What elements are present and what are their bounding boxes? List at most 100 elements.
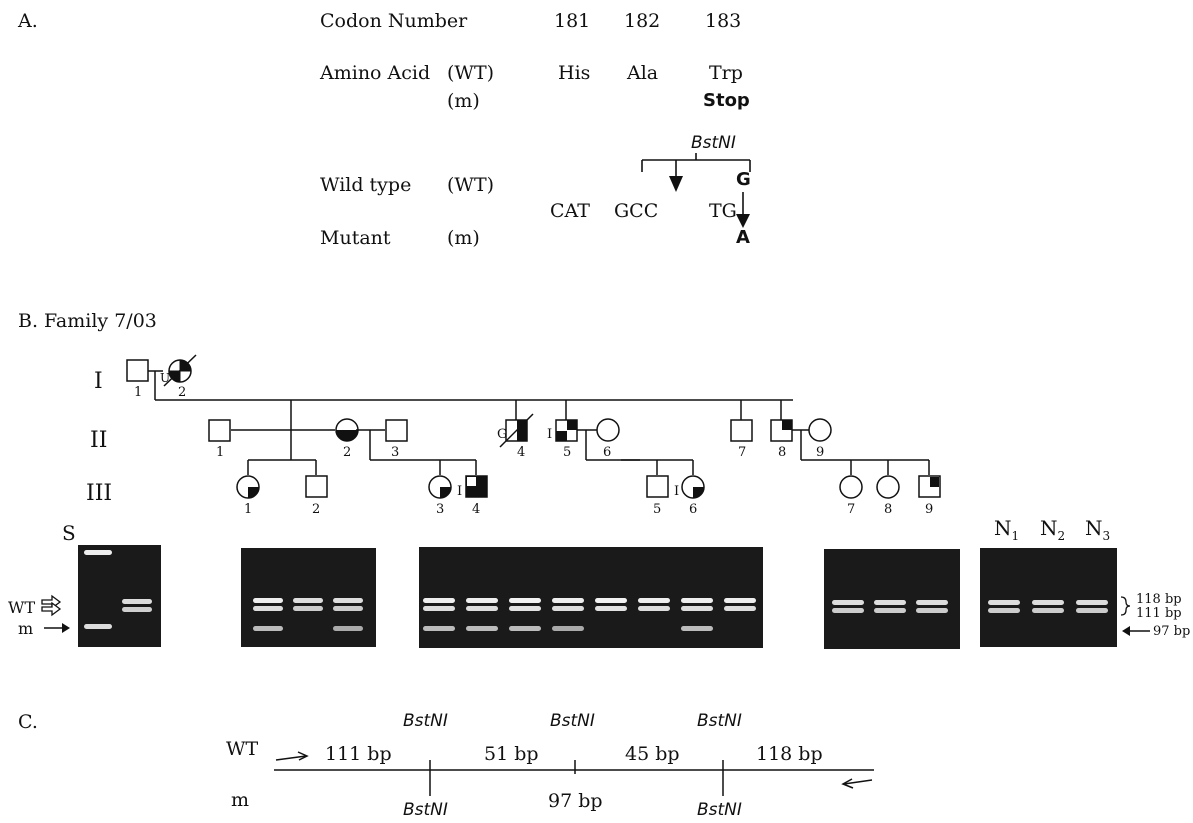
- gel-band: [1076, 608, 1108, 613]
- gen3-number-6: 6: [689, 502, 698, 517]
- gen3-number-9: 9: [925, 502, 934, 517]
- gel-band: [122, 599, 152, 604]
- codon-182: 182: [624, 10, 661, 32]
- gel-band: [638, 606, 670, 611]
- gel-band: [84, 550, 112, 555]
- gel-band: [84, 624, 112, 629]
- gel-band: [253, 606, 283, 611]
- gel-band: [466, 606, 498, 611]
- gel-band: [1076, 600, 1108, 605]
- gen3-number-3: 3: [436, 502, 445, 517]
- normal-label-3: N3: [1085, 516, 1111, 543]
- gel-band: [509, 598, 541, 603]
- enzyme-label-a: BstNI: [691, 133, 736, 153]
- panel-c-wt-label: WT: [226, 738, 259, 760]
- gel-band: [595, 606, 627, 611]
- gel-band: [832, 600, 864, 605]
- wt-base: G: [736, 169, 751, 190]
- bp-97: 97 bp: [1153, 624, 1191, 639]
- gel-band: [253, 598, 283, 603]
- wild-type-label: Wild type: [320, 174, 412, 196]
- gel-panel-normals: [980, 548, 1117, 647]
- gel-band: [724, 598, 756, 603]
- gen3-number-8: 8: [884, 502, 893, 517]
- panel-c-m-label: m: [231, 789, 250, 811]
- gel-band: [552, 626, 584, 631]
- gen1-mark-u: U: [160, 371, 171, 385]
- gel-band: [1032, 600, 1064, 605]
- gen3-number-5: 5: [653, 502, 662, 517]
- bp-118: 118 bp: [1136, 592, 1182, 607]
- gel-band: [509, 626, 541, 631]
- seq-cat: CAT: [550, 200, 590, 222]
- gel-band: [333, 626, 363, 631]
- gel-band: [595, 598, 627, 603]
- gel-band: [988, 600, 1020, 605]
- generation-label-1: I: [94, 369, 103, 394]
- gel-band: [988, 608, 1020, 613]
- gen2-number-5: 5: [563, 445, 572, 460]
- wt-tag-seq: (WT): [447, 174, 495, 196]
- gel-band: [681, 598, 713, 603]
- gel-band: [832, 608, 864, 613]
- gel-band: [293, 606, 323, 611]
- gel-band: [509, 606, 541, 611]
- gen3-number-2: 2: [312, 502, 321, 517]
- m-tag-seq: (m): [447, 227, 480, 249]
- mark-i-iii4: I: [457, 484, 463, 499]
- fragment-111: 111 bp: [325, 743, 392, 765]
- gen1-number-2: 2: [178, 385, 187, 400]
- gen2-number-3: 3: [391, 445, 400, 460]
- mark-i-iii6: I: [674, 484, 680, 499]
- panel-b-label: B. Family 7/03: [18, 310, 157, 332]
- amino-acid-label: Amino Acid: [320, 62, 431, 84]
- fragment-118: 118 bp: [756, 743, 823, 765]
- gen2-number-1: 1: [216, 445, 225, 460]
- normal-label-1: N1: [994, 516, 1020, 543]
- wt-tag-amino: (WT): [447, 62, 495, 84]
- m-tag-amino: (m): [447, 90, 480, 112]
- gel-panel-4: [824, 549, 960, 649]
- gen1-number-1: 1: [134, 385, 143, 400]
- gen2-number-2: 2: [343, 445, 352, 460]
- generation-label-2: II: [90, 428, 108, 453]
- gel-band: [1032, 608, 1064, 613]
- gel-panel-3: [419, 547, 763, 648]
- gel-band: [916, 608, 948, 613]
- gel-panel-size-standard: [78, 545, 161, 647]
- mutant-label: Mutant: [320, 227, 391, 249]
- gel-band: [333, 598, 363, 603]
- gel-band: [423, 626, 455, 631]
- gel-band: [423, 598, 455, 603]
- amino-his: His: [558, 62, 591, 84]
- codon-number-label: Codon Number: [320, 10, 468, 32]
- mark-g-ii4: G: [497, 427, 508, 442]
- fragment-97: 97 bp: [548, 790, 603, 812]
- gel-panel-2: [241, 548, 376, 647]
- amino-stop: Stop: [703, 90, 750, 111]
- gel-band: [681, 606, 713, 611]
- enzyme-label-c3: BstNI: [697, 711, 742, 731]
- generation-label-3: III: [86, 481, 113, 506]
- amino-ala: Ala: [627, 62, 659, 84]
- panel-a-label: A.: [18, 10, 38, 32]
- gen2-number-8: 8: [778, 445, 787, 460]
- seq-gcc: GCC: [614, 200, 659, 222]
- gel-band: [466, 626, 498, 631]
- mutant-base: A: [736, 227, 750, 248]
- gel-band: [122, 607, 152, 612]
- enzyme-label-c5: BstNI: [697, 800, 742, 820]
- gel-band: [466, 598, 498, 603]
- panel-c-label: C.: [18, 711, 38, 733]
- enzyme-label-c1: BstNI: [403, 711, 448, 731]
- gel-band: [916, 600, 948, 605]
- mark-i-ii5: I: [547, 427, 553, 442]
- codon-183: 183: [705, 10, 742, 32]
- fragment-51: 51 bp: [484, 743, 539, 765]
- gel-wt-label: WT: [8, 598, 36, 617]
- gel-m-label: m: [18, 619, 34, 638]
